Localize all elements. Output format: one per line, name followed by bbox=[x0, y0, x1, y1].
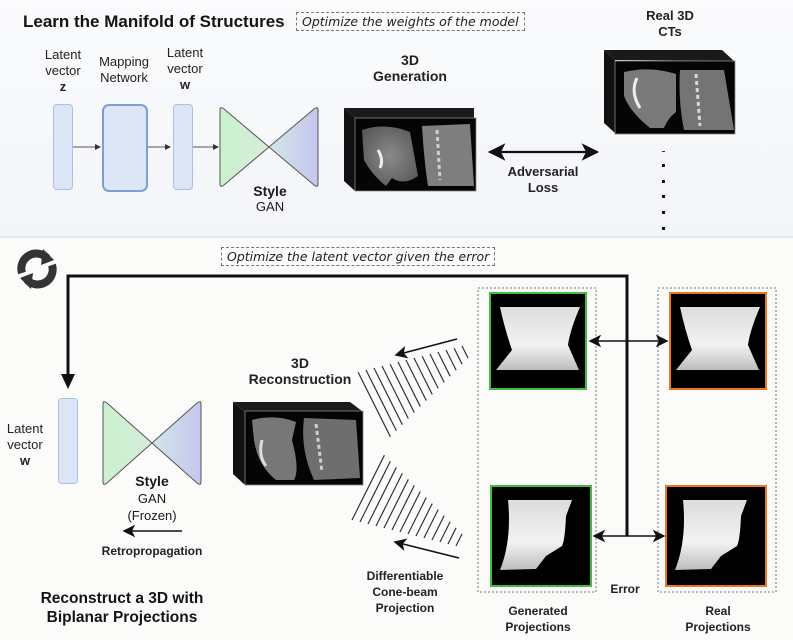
cone-beam-ray bbox=[405, 359, 427, 401]
stylegan-decoder-shape bbox=[268, 107, 319, 187]
mapping-network-block bbox=[102, 104, 148, 192]
cone-beam-ray bbox=[359, 460, 391, 523]
retropropagation-label: Retropropagation bbox=[101, 544, 203, 558]
cone-beam-ray bbox=[357, 371, 391, 438]
real-ct-volume bbox=[604, 50, 736, 135]
refresh-cycle-icon bbox=[17, 249, 57, 289]
stylegan-frozen-label: Style GAN (Frozen) bbox=[127, 473, 177, 523]
cone-beam-ray bbox=[381, 365, 409, 419]
cone-beam-ray bbox=[455, 533, 463, 547]
cone-beam-ray bbox=[391, 485, 415, 531]
cone-beam-ray bbox=[445, 349, 457, 371]
optimize-latent-note: Optimize the latent vector given the err… bbox=[221, 247, 496, 266]
generated-ct-volume bbox=[344, 108, 477, 192]
cone-beam-ray bbox=[407, 497, 427, 535]
error-label: Error bbox=[610, 582, 640, 596]
feedback-loop-line bbox=[66, 274, 629, 536]
cone-beam-ray bbox=[447, 527, 457, 545]
cone-beam-rays-bottom bbox=[351, 454, 463, 547]
cone-beam-ray bbox=[431, 515, 445, 541]
cone-beam-ray bbox=[375, 473, 403, 527]
cone-beam-ray bbox=[429, 353, 445, 383]
cone-beam-ray bbox=[367, 467, 397, 525]
latent-vector-z bbox=[53, 104, 73, 190]
cone-beam-ray bbox=[365, 369, 397, 432]
cone-beam-ray bbox=[389, 363, 415, 413]
cone-beam-rays-top bbox=[357, 345, 469, 438]
cone-beam-ray bbox=[453, 347, 463, 365]
cone-beam-ray bbox=[351, 454, 385, 521]
cone-beam-ray bbox=[383, 479, 409, 529]
cone-beam-ray bbox=[399, 491, 421, 533]
feedback-arrowhead bbox=[61, 374, 75, 389]
latent-vector-w bbox=[173, 104, 193, 190]
reconstructed-ct-volume bbox=[233, 402, 364, 486]
cone-beam-ray bbox=[437, 351, 451, 377]
real-projection-frontal bbox=[669, 292, 767, 390]
cone-beam-ray bbox=[397, 361, 421, 407]
latent-vector-w-bottom bbox=[58, 398, 78, 484]
more-cts-ellipsis bbox=[662, 151, 665, 230]
cone-beam-ray bbox=[461, 345, 469, 359]
cone-beam-ray bbox=[439, 521, 451, 543]
generated-projections-group bbox=[477, 287, 597, 593]
stylegan-encoder-shape bbox=[219, 107, 270, 187]
stylegan-frozen-decoder-shape bbox=[151, 401, 202, 485]
stylegan-label: Style GAN bbox=[253, 183, 287, 214]
cone-beam-ray bbox=[415, 503, 433, 537]
cone-beam-ray bbox=[423, 509, 439, 539]
cone-beam-ray bbox=[413, 357, 433, 395]
top-section-title: Learn the Manifold of Structures bbox=[23, 12, 285, 31]
generated-projection-lateral bbox=[490, 485, 592, 587]
projection-arrow-top bbox=[394, 338, 458, 359]
cone-beam-ray bbox=[421, 355, 439, 389]
cone-beam-ray bbox=[373, 367, 403, 425]
projection-arrow-bottom bbox=[393, 538, 460, 559]
optimize-weights-note: Optimize the weights of the model bbox=[296, 12, 525, 31]
real-projection-lateral bbox=[665, 485, 767, 587]
real-projections-group bbox=[657, 287, 777, 593]
generated-projection-frontal bbox=[489, 292, 587, 390]
stylegan-frozen-encoder-shape bbox=[102, 401, 153, 485]
